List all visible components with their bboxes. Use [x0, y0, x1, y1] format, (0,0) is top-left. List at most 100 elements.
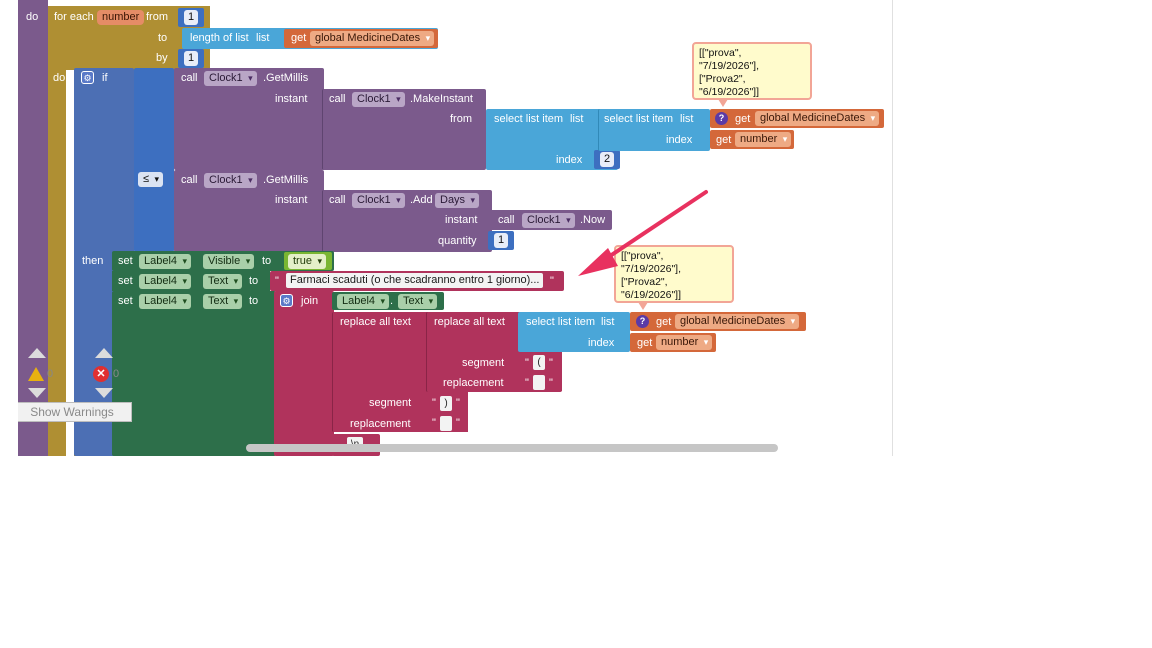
comment-bubble[interactable]: [["prova", "7/19/2026"], ["Prova2", "6/1…	[614, 245, 734, 303]
get-label: get	[656, 316, 672, 328]
error-down-arrow-icon[interactable]	[95, 388, 113, 398]
now-label: .Now	[580, 214, 606, 226]
global-var-dropdown[interactable]: global MedicineDates	[755, 111, 880, 126]
index-label: index	[588, 337, 615, 349]
segment-label: segment	[369, 397, 412, 409]
select-list-label: select list item	[494, 113, 564, 125]
set-label: set	[118, 275, 133, 287]
quantity-number[interactable]: 1	[494, 233, 508, 248]
text-dropdown[interactable]: Text	[398, 294, 438, 309]
show-warnings-button[interactable]: Show Warnings	[18, 402, 132, 422]
call-label: call	[181, 72, 198, 84]
label4-dropdown[interactable]: Label4	[139, 294, 192, 309]
then-label: then	[82, 255, 104, 267]
warning-up-arrow-icon[interactable]	[28, 348, 46, 358]
instant-label: instant	[445, 214, 478, 226]
loop-variable[interactable]: number	[97, 10, 145, 25]
error-up-arrow-icon[interactable]	[95, 348, 113, 358]
getmillis-label: .GetMillis	[263, 72, 309, 84]
blocks-workspace[interactable]: do for each number from 1 to by 1 length…	[18, 0, 893, 456]
getmillis-label: .GetMillis	[263, 174, 309, 186]
text-dropdown[interactable]: Text	[203, 274, 243, 289]
warning-down-arrow-icon[interactable]	[28, 388, 46, 398]
visible-dropdown[interactable]: Visible	[203, 254, 255, 269]
warning-count: 0	[47, 368, 54, 380]
clock-dropdown[interactable]: Clock1	[204, 173, 257, 188]
length-of-list-label: length of list	[190, 32, 249, 44]
index-number[interactable]: 2	[600, 152, 614, 167]
call-label: call	[498, 214, 515, 226]
get-label: get	[637, 337, 653, 349]
warning-text-value[interactable]: Farmaci scaduti (o che scadranno entro 1…	[286, 273, 544, 288]
set-text-join-block[interactable]	[112, 291, 276, 456]
global-var-dropdown[interactable]: global MedicineDates	[675, 314, 800, 329]
number-dropdown[interactable]: number	[735, 132, 792, 147]
call-label: call	[329, 194, 346, 206]
to-label: to	[262, 255, 272, 267]
comment-tail	[638, 302, 648, 310]
horizontal-scrollbar[interactable]	[246, 444, 778, 452]
list-label: list	[570, 113, 584, 125]
from-label: from	[450, 113, 472, 125]
set-label: set	[118, 255, 133, 267]
mutator-gear-icon[interactable]: ⚙	[81, 71, 94, 84]
help-icon[interactable]: ?	[715, 112, 728, 125]
global-var-dropdown[interactable]: global MedicineDates	[310, 31, 435, 46]
clock-dropdown[interactable]: Clock1	[352, 92, 405, 107]
warning-icon	[28, 367, 44, 381]
clock-dropdown[interactable]: Clock1	[522, 213, 575, 228]
segment-value[interactable]: )	[440, 396, 452, 411]
clock-dropdown[interactable]: Clock1	[352, 193, 405, 208]
add-label: .Add	[410, 194, 433, 206]
number-dropdown[interactable]: number	[656, 335, 713, 350]
select-list-label: select list item	[526, 316, 596, 328]
replacement-label: replacement	[443, 377, 504, 389]
replace-label: replace all text	[434, 316, 505, 328]
by-number[interactable]: 1	[184, 51, 198, 66]
error-icon: ✕	[93, 366, 109, 382]
replacement-value[interactable]	[533, 375, 545, 390]
label4-dropdown[interactable]: Label4	[139, 274, 192, 289]
compare-dropdown[interactable]: ≤	[138, 172, 164, 187]
list-label: list	[256, 32, 270, 44]
for-each-block[interactable]	[48, 6, 66, 456]
to-label: to	[158, 32, 168, 44]
get-label: get	[291, 32, 307, 44]
set-label: set	[118, 295, 133, 307]
to-label: to	[249, 295, 259, 307]
days-dropdown[interactable]: Days	[435, 193, 480, 208]
instant-label: instant	[275, 194, 308, 206]
inner-do-label: do	[53, 72, 66, 84]
error-count: 0	[113, 368, 120, 380]
label4-dropdown[interactable]: Label4	[337, 294, 390, 309]
by-label: by	[156, 52, 168, 64]
instant-label: instant	[275, 93, 308, 105]
index-label: index	[666, 134, 693, 146]
join-block[interactable]	[274, 291, 334, 456]
if-label: if	[102, 72, 108, 84]
comment-tail	[718, 99, 728, 107]
from-label: from	[146, 11, 168, 23]
label4-dropdown[interactable]: Label4	[139, 254, 192, 269]
text-dropdown[interactable]: Text	[203, 294, 243, 309]
list-label: list	[680, 113, 694, 125]
select-list-item-block[interactable]	[518, 312, 630, 352]
get-label: get	[735, 113, 751, 125]
segment-value[interactable]: (	[533, 355, 545, 370]
comment-bubble[interactable]: [["prova", "7/19/2026"], ["Prova2", "6/1…	[692, 42, 812, 100]
list-label: list	[601, 316, 615, 328]
select-list-item-block-inner[interactable]	[598, 109, 710, 151]
replace-label: replace all text	[340, 316, 411, 328]
replacement-value[interactable]	[440, 416, 452, 431]
call-label: call	[329, 93, 346, 105]
join-label: join	[301, 295, 319, 307]
true-dropdown[interactable]: true	[288, 254, 326, 269]
quantity-label: quantity	[438, 235, 477, 247]
compare-block[interactable]	[134, 68, 174, 252]
arrow-annotation	[578, 190, 708, 276]
from-number[interactable]: 1	[184, 10, 198, 25]
mutator-gear-icon[interactable]: ⚙	[280, 294, 293, 307]
help-icon[interactable]: ?	[636, 315, 649, 328]
clock-dropdown[interactable]: Clock1	[204, 71, 257, 86]
do-label: do	[26, 11, 39, 23]
